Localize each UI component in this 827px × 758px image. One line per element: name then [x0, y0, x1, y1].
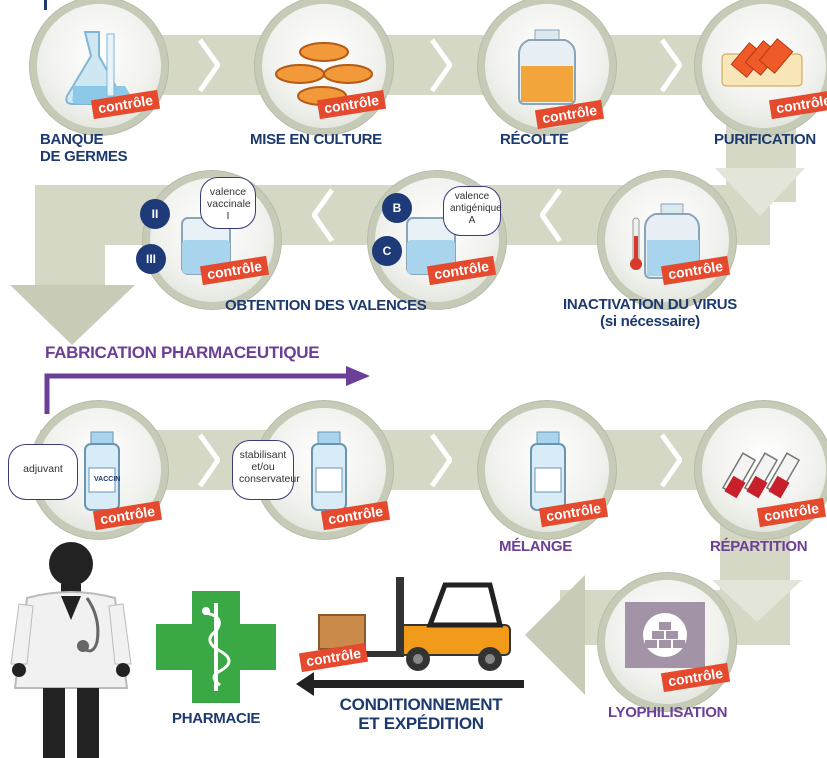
step-inactivation-title: INACTIVATION DU VIRUS — [563, 296, 737, 313]
bubble-valence-vaccinale: valence vaccinale I — [200, 177, 256, 229]
step-conditionnement-label: CONDITIONNEMENT ET EXPÉDITION — [339, 695, 503, 733]
gold-bars-icon — [643, 613, 687, 657]
flask-icon — [65, 31, 132, 105]
step-repartition-label: RÉPARTITION — [710, 538, 808, 555]
vial-icon — [311, 431, 347, 511]
flow-band-row1 — [40, 35, 800, 95]
step-valences-label: OBTENTION DES VALENCES — [225, 297, 427, 314]
top-marker — [44, 0, 47, 10]
marker-iii: III — [136, 244, 166, 274]
chevron-right-icon — [660, 433, 682, 488]
step-recolte-label: RÉCOLTE — [500, 131, 569, 148]
pharmacie-label: PHARMACIE — [172, 710, 261, 727]
bubble-stabilisant: stabilisant et/ou conservateur — [232, 440, 300, 500]
chevron-right-icon — [430, 433, 452, 488]
pharmacy-cross-icon — [156, 591, 276, 703]
vaccine-vial-icon — [84, 431, 120, 511]
chevron-right-icon — [198, 38, 220, 93]
marker-c: C — [372, 236, 402, 266]
section-arrow — [44, 366, 370, 414]
step-inactivation-sublabel: (si nécessaire) — [600, 313, 700, 330]
step-banque-label: BANQUE DE GERMES — [40, 131, 128, 165]
forklift-icon — [360, 577, 511, 671]
chevron-left-icon — [312, 188, 334, 243]
flow-band-row3 — [40, 430, 800, 490]
filters-icon — [721, 38, 803, 87]
section-title: FABRICATION PHARMACEUTIQUE — [45, 343, 320, 362]
syringes-icon — [721, 452, 801, 499]
vial-icon — [530, 431, 566, 511]
flow-down-arrowhead-left — [10, 285, 135, 345]
chevron-right-icon — [198, 433, 220, 488]
flow-down-arrowhead-right — [715, 168, 805, 216]
bubble-adjuvant: adjuvant — [8, 444, 78, 500]
step-inactivation-label: INACTIVATION DU VIRUS (si nécessaire) — [563, 296, 737, 330]
package-icon — [318, 614, 366, 650]
step-culture-label: MISE EN CULTURE — [250, 131, 382, 148]
step-lyophilisation-label: LYOPHILISATION — [608, 704, 728, 721]
vial-label: VACCIN — [94, 476, 121, 483]
chevron-right-icon — [660, 38, 682, 93]
marker-b: B — [382, 193, 412, 223]
step-purification-node — [702, 4, 826, 128]
step-melange-label: MÉLANGE — [499, 538, 572, 555]
step-purification-label: PURIFICATION — [714, 131, 816, 148]
flow-band-left-down — [35, 185, 105, 290]
doctor-icon — [10, 542, 132, 758]
chevron-left-icon — [540, 188, 562, 243]
marker-ii: II — [140, 199, 170, 229]
chevron-right-icon — [430, 38, 452, 93]
left-arrow — [296, 672, 524, 696]
flow-down-arrowhead-right-bottom — [712, 580, 802, 622]
caduceus-icon — [202, 603, 231, 691]
bubble-valence-antigenique: valence antigénique A — [443, 186, 502, 236]
flow-left-arrowhead — [525, 575, 585, 695]
